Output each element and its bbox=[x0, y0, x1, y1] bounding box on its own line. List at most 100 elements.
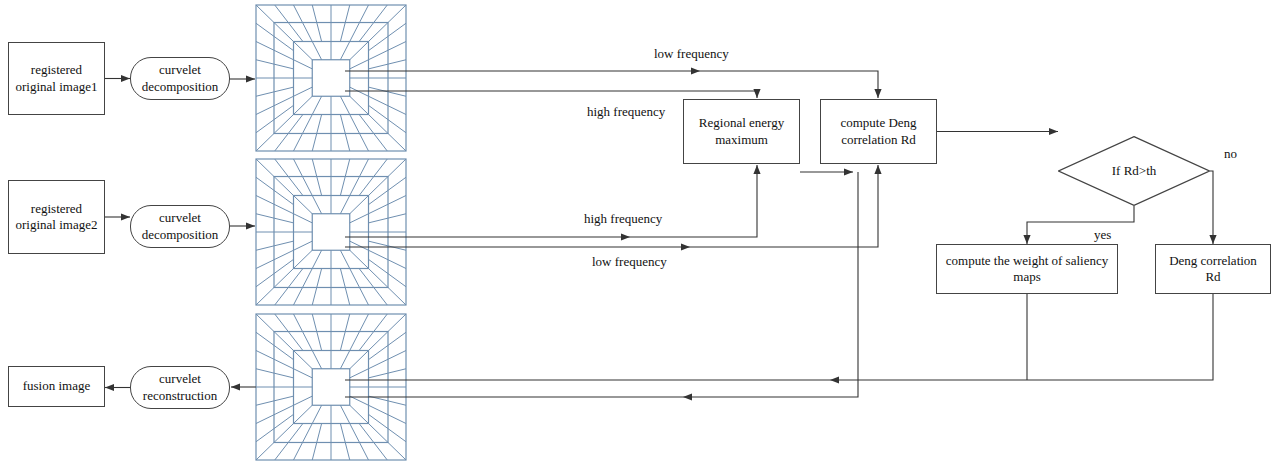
tiling-wedge bbox=[274, 50, 294, 59]
tiling-wedge bbox=[388, 287, 406, 305]
tiling-wedge bbox=[294, 387, 313, 388]
tiling-wedge bbox=[274, 204, 294, 213]
tiling-wedge bbox=[388, 177, 406, 190]
tiling-wedge bbox=[312, 250, 321, 268]
output-image-box: fusion image bbox=[8, 366, 105, 407]
tiling-wedge bbox=[369, 359, 389, 368]
tiling-wedge bbox=[331, 115, 332, 134]
tiling-wedge bbox=[256, 196, 274, 205]
tiling-wedge bbox=[331, 177, 332, 196]
tiling-wedge bbox=[317, 424, 322, 443]
tiling-wedge bbox=[256, 351, 274, 360]
tiling-wedge bbox=[275, 287, 289, 305]
tiling-wedge bbox=[312, 5, 317, 23]
tiling-wedge bbox=[256, 274, 274, 287]
tiling-square bbox=[274, 177, 388, 288]
tiling-wedge bbox=[331, 351, 332, 369]
tiling-wedge bbox=[294, 159, 303, 177]
process-box: Deng correlation Rd bbox=[1155, 244, 1271, 294]
tiling-wedge bbox=[312, 159, 317, 177]
tiling-wedge bbox=[388, 260, 406, 269]
tiling-wedge bbox=[275, 442, 289, 460]
tiling-wedge bbox=[294, 133, 303, 151]
node-text: curvelet decomposition bbox=[137, 210, 223, 243]
tiling-wedge bbox=[350, 250, 369, 268]
tiling-wedge bbox=[388, 387, 406, 388]
flow-line bbox=[800, 171, 853, 172]
tiling-wedge bbox=[359, 424, 374, 443]
tiling-wedge bbox=[360, 442, 369, 460]
tiling-wedge bbox=[350, 60, 369, 69]
tiling-wedge bbox=[340, 177, 345, 196]
tiling-wedge bbox=[369, 36, 389, 50]
tiling-wedge bbox=[294, 405, 313, 423]
edge-label: no bbox=[1222, 146, 1239, 162]
tiling-wedge bbox=[340, 115, 345, 134]
curvelet-grid bbox=[256, 5, 406, 460]
flow-line bbox=[830, 294, 1213, 380]
tiling-square bbox=[274, 23, 388, 134]
tiling-wedge bbox=[303, 269, 313, 288]
tiling-wedge bbox=[256, 120, 274, 133]
tiling-wedge bbox=[350, 332, 360, 351]
flow-lines bbox=[230, 71, 1213, 397]
tiling-wedge bbox=[275, 133, 289, 151]
tiling-wedge bbox=[340, 269, 345, 288]
tiling-wedge bbox=[256, 214, 274, 218]
node-text: Regional energy maximum bbox=[690, 115, 793, 148]
tiling-wedge bbox=[374, 159, 388, 177]
tiling-wedge bbox=[256, 42, 274, 51]
tiling-wedge bbox=[388, 78, 406, 79]
tiling-wedge bbox=[312, 42, 321, 60]
tiling-wedge bbox=[388, 442, 406, 460]
tiling-wedge bbox=[340, 196, 349, 214]
flow-connector bbox=[1027, 206, 1134, 244]
process-box: curvelet decomposition bbox=[130, 57, 230, 100]
tiling-wedge bbox=[274, 396, 294, 401]
tiling-wedge bbox=[388, 42, 406, 51]
tiling-wedge bbox=[256, 314, 274, 332]
tiling-wedge bbox=[345, 159, 350, 177]
tiling-wedge bbox=[312, 405, 321, 423]
node-text: curvelet decomposition bbox=[137, 62, 223, 95]
tiling-wedge bbox=[312, 351, 321, 369]
tiling-wedge bbox=[388, 314, 406, 332]
tiling-wedge bbox=[312, 314, 317, 332]
tiling-wedge bbox=[369, 78, 389, 79]
tiling-wedge bbox=[294, 369, 313, 378]
tiling-wedge bbox=[388, 196, 406, 205]
tiling-wedge bbox=[369, 96, 389, 105]
tiling-wedge bbox=[350, 424, 360, 443]
tiling-wedge bbox=[256, 78, 274, 79]
tiling-wedge bbox=[256, 106, 274, 115]
tiling-wedge bbox=[340, 250, 349, 268]
tiling-wedge bbox=[360, 5, 369, 23]
flow-line bbox=[345, 70, 700, 71]
tiling-wedge bbox=[331, 424, 332, 443]
flow-line bbox=[230, 78, 255, 79]
tiling-wedge bbox=[256, 442, 274, 460]
tiling-wedge bbox=[388, 159, 406, 177]
flow-connector bbox=[105, 387, 130, 388]
tiling-wedge bbox=[274, 190, 294, 204]
tiling-wedge bbox=[294, 351, 313, 369]
tiling-wedge bbox=[331, 96, 332, 114]
node-text: registered original image2 bbox=[15, 201, 98, 234]
tiling-wedge bbox=[256, 332, 274, 345]
tiling-wedge bbox=[274, 241, 294, 246]
tiling-wedge bbox=[256, 415, 274, 424]
tiling-wedge bbox=[294, 5, 303, 23]
process-box: compute Deng correlation Rd bbox=[820, 99, 937, 164]
tiling-wedge bbox=[369, 232, 389, 233]
tiling-wedge bbox=[360, 314, 369, 332]
tiling-square bbox=[256, 314, 406, 460]
tiling-wedge bbox=[374, 5, 388, 23]
tiling-wedge bbox=[274, 414, 294, 428]
tiling-wedge bbox=[312, 442, 317, 460]
tiling-wedge bbox=[350, 405, 369, 423]
tiling-wedge bbox=[331, 133, 332, 151]
tiling-square bbox=[294, 42, 369, 115]
tiling-square bbox=[294, 196, 369, 269]
tiling-square bbox=[274, 332, 388, 443]
tiling-wedge bbox=[303, 332, 313, 351]
